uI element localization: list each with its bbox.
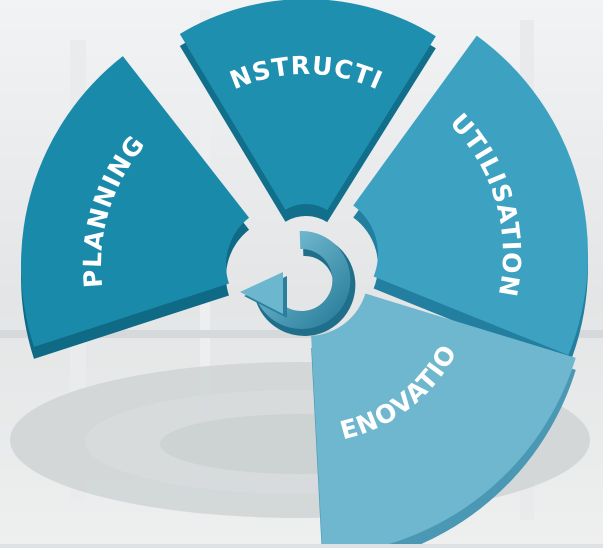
cycle-arrow-icon [240,230,356,336]
segment-planning: PLANNING [20,56,250,359]
segment-utilisation: UTILISATION [353,35,588,368]
segment-renovation-face [311,293,576,548]
segment-planning-face [20,56,250,347]
segment-utilisation-face [353,35,588,356]
segment-construction-face [179,0,436,211]
segments-layer: PLANNINGCONSTRUCTIONUTILISATIONRENOVATIO… [0,0,588,548]
